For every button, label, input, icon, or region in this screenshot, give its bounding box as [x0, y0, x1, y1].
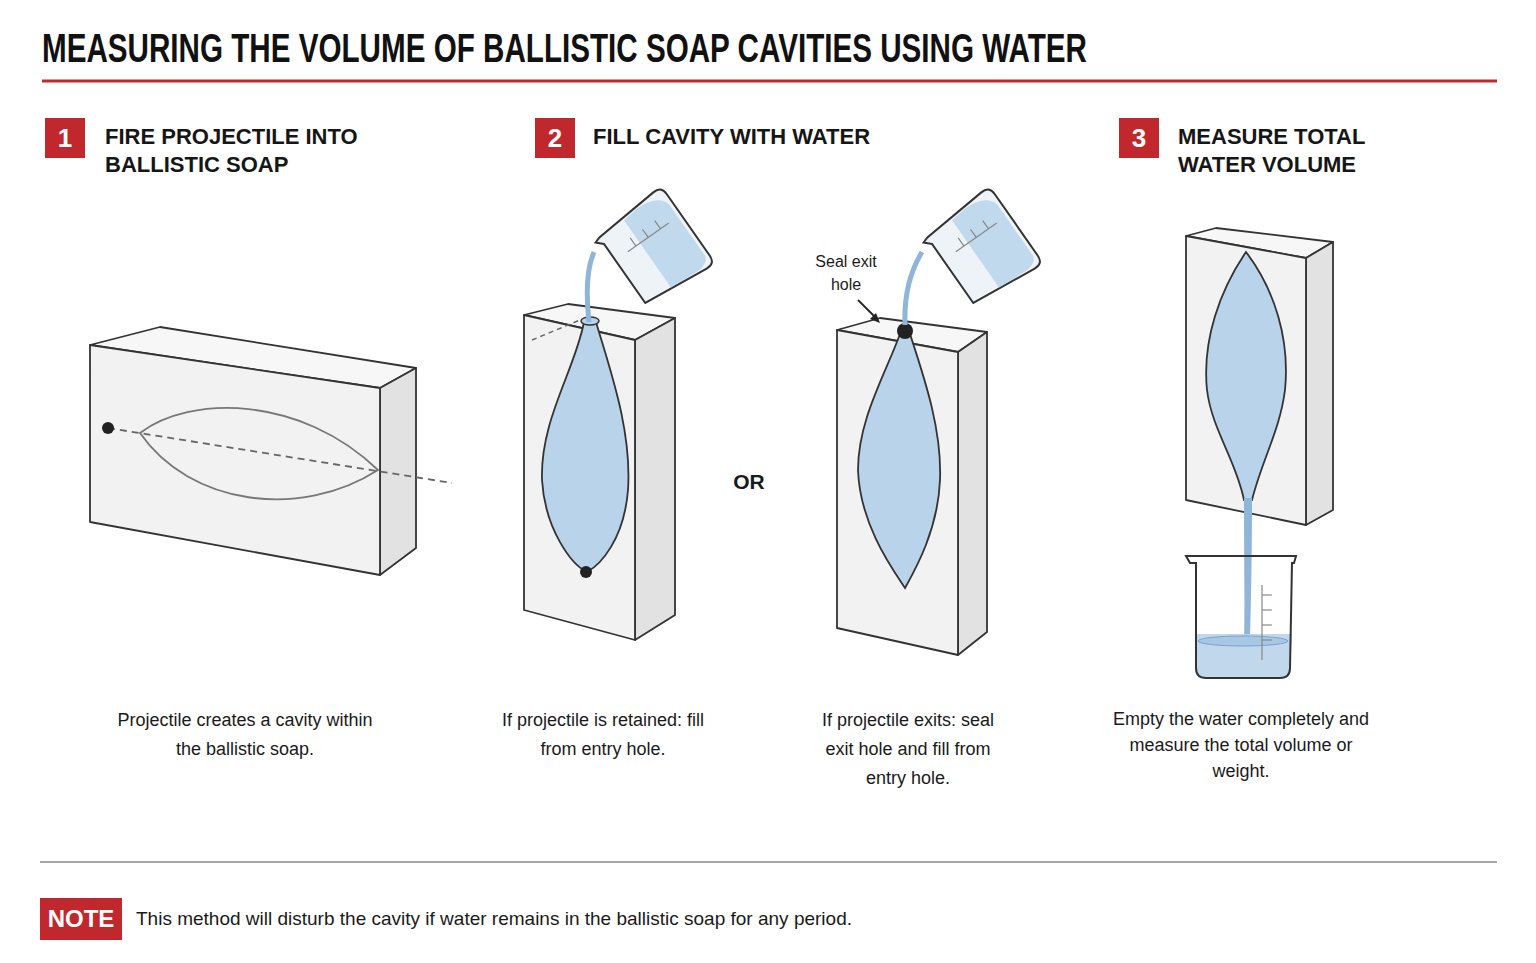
cavity: [140, 408, 378, 499]
step-heading: FILL CAVITY WITH WATER: [593, 123, 973, 151]
soap-block: [1186, 228, 1333, 525]
step-caption: Empty the water completely and measure t…: [1106, 706, 1376, 784]
trajectory: [532, 320, 580, 340]
water-stream: [905, 252, 922, 325]
water-cavity: [1206, 252, 1286, 500]
note-text: This method will disturb the cavity if w…: [136, 907, 852, 931]
step-badge: 2 FILL CAVITY WITH WATER: [535, 118, 973, 158]
water-cavity: [858, 334, 940, 588]
or-label: OR: [719, 469, 779, 495]
sealed-hole: [897, 323, 913, 339]
water-stream: [587, 252, 594, 322]
step-badge: 3 MEASURE TOTAL WATER VOLUME: [1119, 118, 1393, 179]
step-number: 1: [45, 118, 85, 158]
beaker: [591, 187, 715, 313]
step-caption: If projectile exits: seal exit hole and …: [808, 706, 1008, 793]
step-caption: If projectile is retained: fill from ent…: [483, 706, 723, 764]
trajectory: [108, 428, 452, 483]
step-badge: 1 FIRE PROJECTILE INTO BALLISTIC SOAP: [45, 118, 385, 179]
title: MEASURING THE VOLUME OF BALLISTIC SOAP C…: [42, 26, 1087, 71]
soap-block: [524, 304, 675, 640]
step-heading: MEASURE TOTAL WATER VOLUME: [1178, 123, 1393, 179]
note-box: NOTE This method will disturb the cavity …: [40, 898, 852, 940]
note-badge: NOTE: [40, 898, 122, 940]
step-number: 2: [535, 118, 575, 158]
step-number: 3: [1119, 118, 1159, 158]
water-stream: [1244, 498, 1252, 645]
divider: [40, 861, 1497, 863]
water-cavity: [542, 322, 629, 572]
entry-hole: [102, 422, 114, 434]
soap-block: [837, 318, 987, 655]
arrowhead: [870, 313, 880, 323]
callout-label: Seal exit hole: [801, 250, 891, 296]
retained-projectile: [580, 566, 592, 578]
beaker: [1186, 556, 1296, 678]
title-rule: [42, 80, 1497, 83]
step-caption: Projectile creates a cavity within the b…: [115, 706, 375, 764]
beaker: [919, 187, 1043, 313]
step-heading: FIRE PROJECTILE INTO BALLISTIC SOAP: [105, 123, 385, 179]
